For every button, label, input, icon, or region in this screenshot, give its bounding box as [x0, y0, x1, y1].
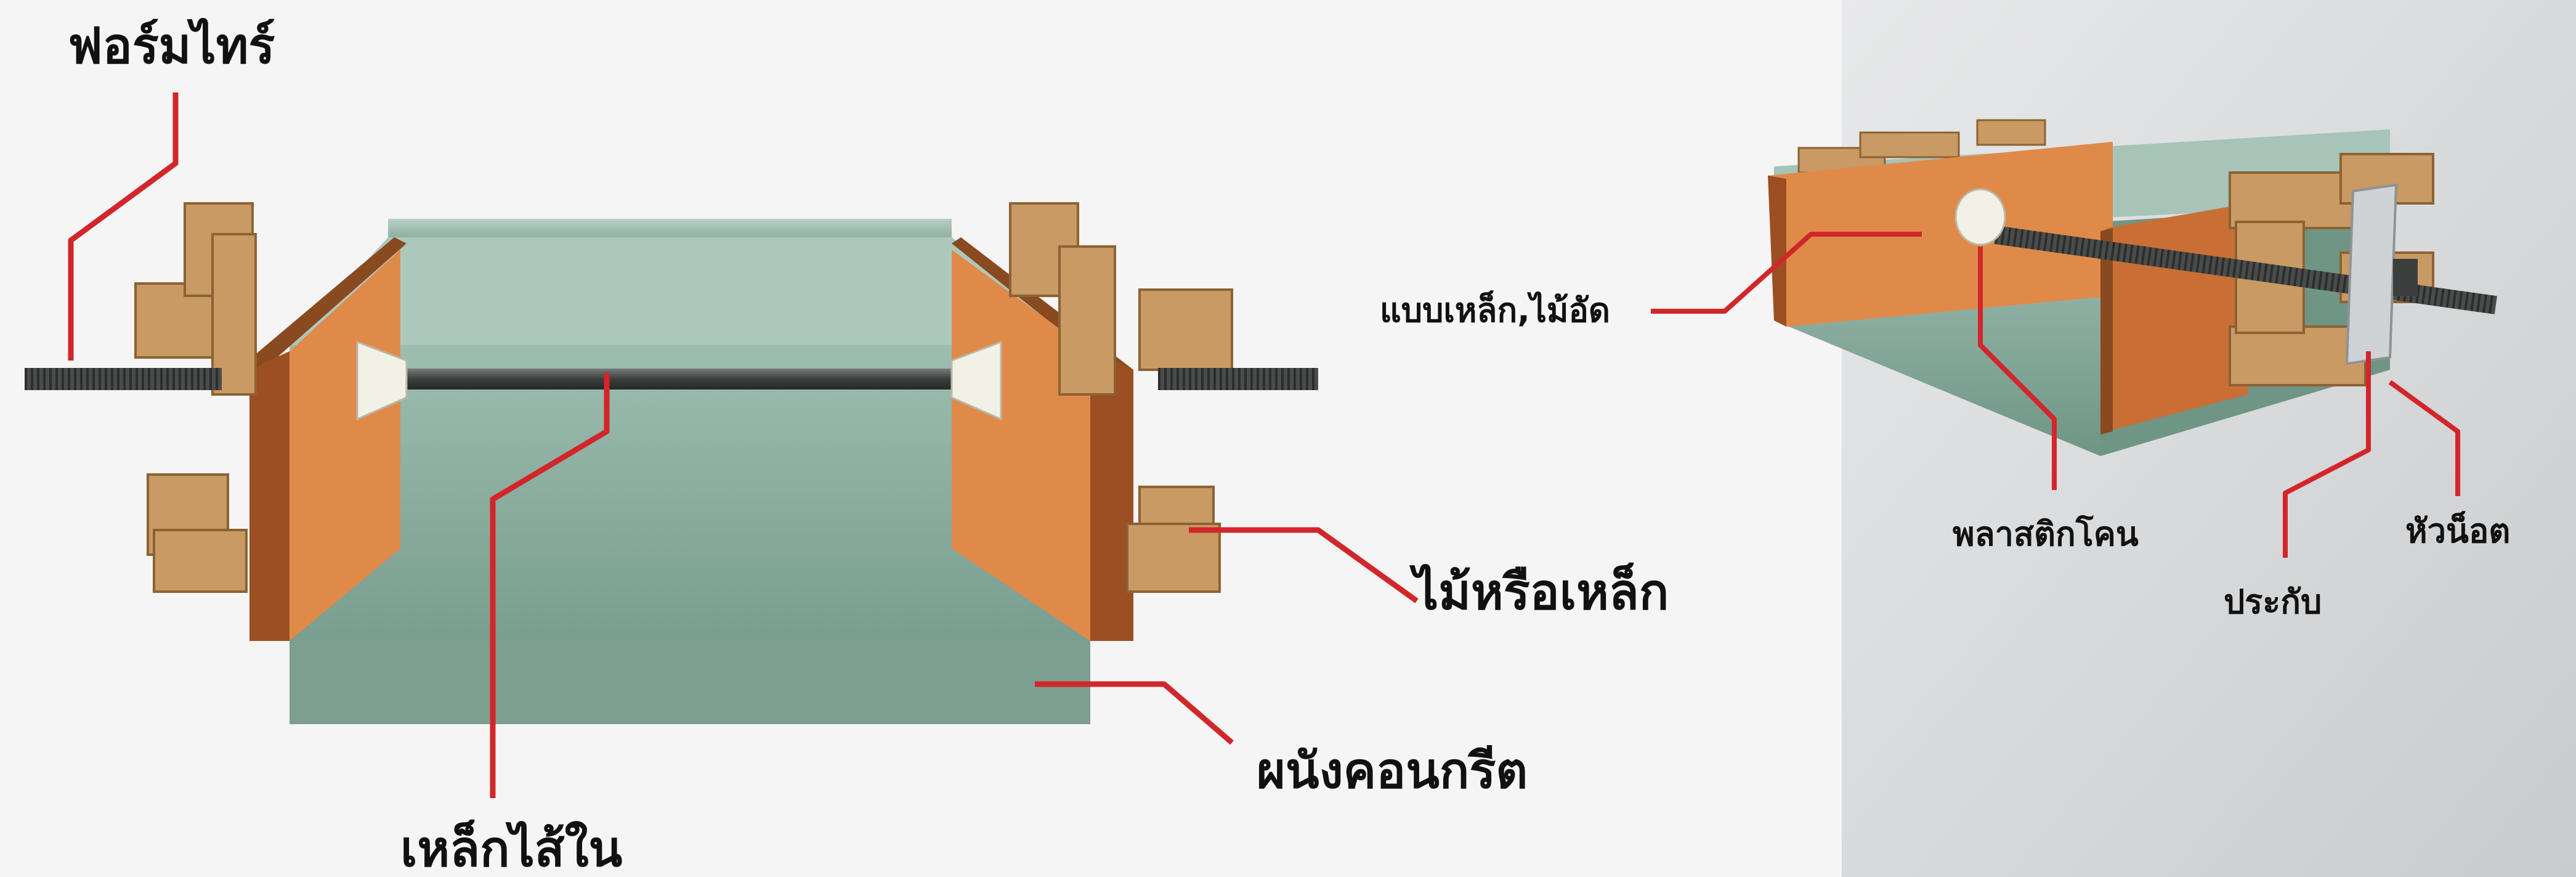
core-steel-label: เหล็กไส้ใน	[400, 819, 622, 877]
concrete-wall-body	[290, 345, 1090, 724]
formwork-panel-front-edge	[1768, 176, 1786, 327]
concrete-wall-label: ผนังคอนกรีต	[1257, 742, 1528, 799]
formwork-type-label: แบบเหล็ก,ไม้อัด	[1380, 291, 1610, 330]
formwork-panel-side	[2107, 203, 2248, 431]
plastic-cone-left	[356, 340, 408, 421]
leader-lines-left	[68, 92, 1419, 798]
background-right	[1842, 0, 2576, 877]
left-diagram: ฟอร์มไทร์ ไม้หรือเหล็ก ผนังคอนกรีต เหล็ก…	[25, 17, 1669, 877]
threaded-rod-left-end	[25, 368, 222, 390]
form-tie-label: ฟอร์มไทร์	[68, 17, 275, 75]
nut-label: หัวน็อต	[2405, 512, 2510, 550]
formwork-panel-front	[1768, 142, 2113, 327]
wood-yoke-left	[134, 202, 257, 593]
core-steel-rod	[407, 369, 955, 390]
nut	[2393, 259, 2418, 296]
threaded-rod-right-end	[1158, 368, 1318, 390]
formwork-left-edge	[237, 237, 407, 379]
plastic-cone-right	[950, 340, 1002, 421]
leader-lines-right	[1651, 232, 2460, 558]
right-diagram: แบบเหล็ก,ไม้อัด พลาสติกโคน ประกับ หัวน็อ…	[1380, 119, 2510, 621]
formwork-left-side	[249, 351, 290, 641]
wood-yoke-right	[1009, 202, 1233, 593]
washer-label: ประกับ	[2224, 582, 2322, 621]
plastic-cone	[1954, 188, 2006, 246]
plastic-cone-label: พลาสติกโคน	[1953, 515, 2139, 553]
formwork-panel-side-edge	[2100, 228, 2113, 434]
concrete-wall-inner	[290, 237, 1090, 345]
concrete-wall-floor	[290, 641, 1090, 724]
concrete-wall-top	[388, 219, 952, 237]
wood-or-steel-label: ไม้หรือเหล็ก	[1409, 562, 1669, 621]
washer-plate	[2345, 183, 2398, 365]
formwork-right-side	[1090, 351, 1133, 641]
